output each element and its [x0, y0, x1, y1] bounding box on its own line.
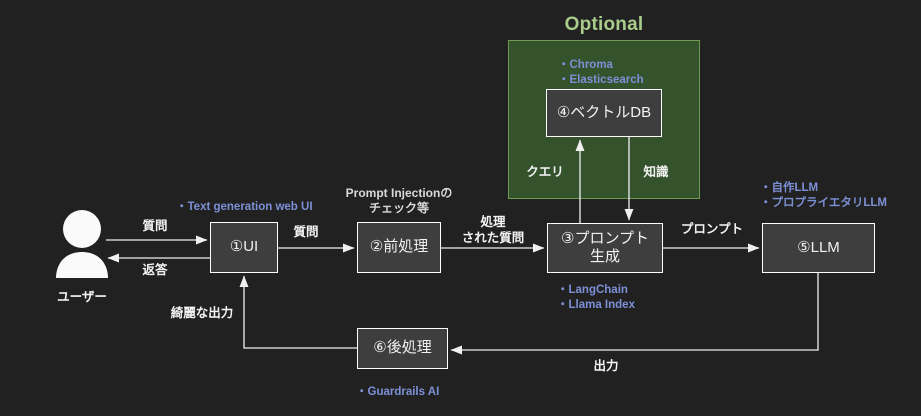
annotation-ui: ・Text generation web UI — [176, 201, 313, 213]
node-ui[interactable]: ①UI — [210, 222, 278, 273]
edge-label-preprocess-to-prompt: 処理 された質問 — [461, 215, 525, 245]
node-preprocess[interactable]: ②前処理 — [357, 222, 441, 273]
annotation-llm: ・自作LLM ・プロプライエタリLLM — [760, 182, 888, 210]
annotation-vector-db: ・Chroma ・Elasticsearch — [558, 59, 644, 87]
node-llm[interactable]: ⑤LLM — [762, 223, 875, 273]
user-caption: ユーザー — [57, 290, 107, 304]
optional-title: Optional — [564, 14, 644, 35]
annotation-prompt-generation: ・LangChain ・Llama Index — [557, 284, 635, 312]
edge-postprocess-to-ui-line — [239, 275, 357, 349]
node-prompt-generation[interactable]: ③プロンプト 生成 — [547, 223, 663, 273]
edge-label-user-to-ui: 質問 — [142, 219, 168, 233]
annotation-postprocess: ・Guardrails AI — [356, 386, 440, 398]
node-vector-db[interactable]: ④ベクトルDB — [546, 89, 662, 137]
user-avatar-icon — [56, 210, 108, 278]
edge-label-postprocess-to-ui: 綺麗な出力 — [170, 306, 234, 320]
edge-label-ui-to-user: 返答 — [142, 263, 168, 277]
edge-label-llm-to-postprocess: 出力 — [593, 359, 619, 373]
edge-label-ui-to-preprocess: 質問 — [293, 225, 319, 239]
edge-label-vectordb-to-prompt: 知識 — [643, 165, 669, 179]
edge-label-prompt-to-llm: プロンプト — [680, 222, 744, 236]
annotation-preprocess: Prompt Injectionの チェック等 — [345, 186, 453, 215]
node-postprocess[interactable]: ⑥後処理 — [357, 328, 448, 369]
edge-label-prompt-to-vectordb: クエリ — [526, 165, 564, 179]
